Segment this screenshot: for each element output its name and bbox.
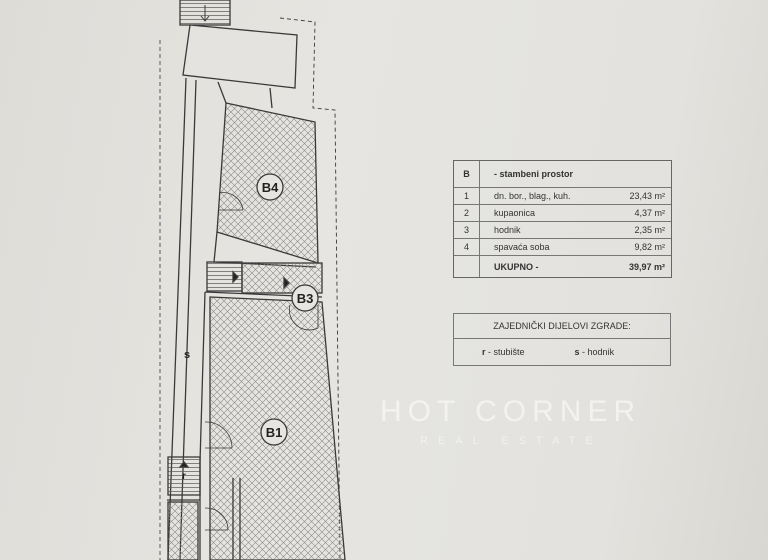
door-swing xyxy=(204,507,229,531)
table-total-row: UKUPNO - 39,97 m² xyxy=(454,256,671,277)
legend-stairs: r - stubište xyxy=(482,347,525,357)
common-parts-title: ZAJEDNIČKI DIJELOVI ZGRADE: xyxy=(454,314,670,339)
room-marker-b4 xyxy=(256,173,284,201)
table-row: 4 spavaća soba 9,82 m² xyxy=(454,239,671,256)
row-number: 2 xyxy=(454,205,480,221)
room-name: hodnik xyxy=(494,225,521,235)
table-row: 1 dn. bor., blag., kuh. 23,43 m² xyxy=(454,188,671,205)
legend-key: s xyxy=(574,347,580,357)
area-table: B - stambeni prostor 1 dn. bor., blag., … xyxy=(453,160,672,278)
common-parts-legend: r - stubište s - hodnik xyxy=(454,339,670,365)
dashed-outline xyxy=(279,17,341,560)
table-row: 3 hodnik 2,35 m² xyxy=(454,222,671,239)
legend-key: r xyxy=(482,347,486,357)
arrow-icon xyxy=(232,270,290,290)
door-swing xyxy=(218,192,244,211)
room-label-b4: B4 xyxy=(262,180,279,195)
stair-label: r xyxy=(182,471,186,482)
legend-label: - hodnik xyxy=(579,347,615,357)
row-number: 1 xyxy=(454,188,480,204)
legend-label: - stubište xyxy=(485,347,525,357)
room-marker-b3 xyxy=(291,284,319,312)
room-label-b1: B1 xyxy=(266,425,283,440)
total-spacer xyxy=(454,256,480,277)
lower-room-area xyxy=(167,501,199,560)
common-parts-box: ZAJEDNIČKI DIJELOVI ZGRADE: r - stubište… xyxy=(453,313,671,366)
room-name: kupaonica xyxy=(494,208,536,218)
arrow-up-icon xyxy=(178,460,190,468)
total-area: 39,97 m² xyxy=(628,261,665,272)
door-swing xyxy=(204,421,233,449)
corridor-label: s xyxy=(184,349,190,361)
room-area: 23,43 m² xyxy=(629,191,665,201)
total-label: UKUPNO - xyxy=(494,261,539,272)
header-code: B xyxy=(454,161,480,187)
room-name: spavaća soba xyxy=(494,242,550,252)
room-label-b3: B3 xyxy=(297,291,314,306)
room-area: 9,82 m² xyxy=(634,242,665,252)
table-row: 2 kupaonica 4,37 m² xyxy=(454,205,671,222)
watermark-line2: REAL ESTATE xyxy=(420,435,603,447)
wall xyxy=(167,462,241,560)
upper-landing xyxy=(182,24,298,89)
header-title: - stambeni prostor xyxy=(494,169,574,179)
room-name: dn. bor., blag., kuh. xyxy=(494,191,571,201)
stair-direction-arrow xyxy=(200,5,210,22)
wall xyxy=(217,81,273,109)
room-marker-b1 xyxy=(260,418,288,446)
legend-corridor: s - hodnik xyxy=(575,347,615,357)
room-area: 2,35 m² xyxy=(634,225,665,235)
watermark-line1: HOT CORNER xyxy=(380,395,642,428)
door-swing xyxy=(289,304,319,331)
row-number: 4 xyxy=(454,239,480,255)
row-number: 3 xyxy=(454,222,480,238)
room-area: 4,37 m² xyxy=(634,208,665,218)
table-header: B - stambeni prostor xyxy=(454,161,671,188)
